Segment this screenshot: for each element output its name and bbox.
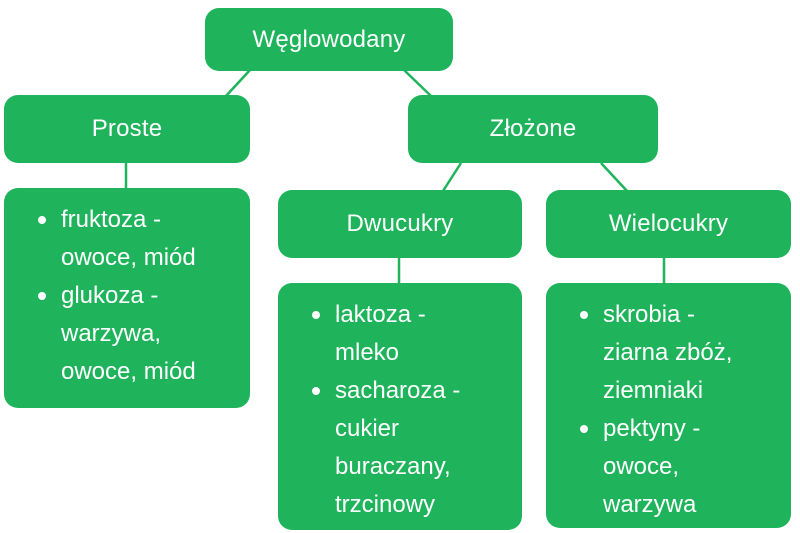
connector-zlozone-dwucukry bbox=[441, 162, 463, 192]
node-zlozone-label: Złożone bbox=[489, 115, 577, 142]
list-item: fruktoza - owoce, miód bbox=[38, 201, 238, 277]
list-item: sacharoza - cukier buraczany, trzcinowy bbox=[312, 372, 510, 524]
node-dwucukry-label: Dwucukry bbox=[346, 210, 454, 237]
node-dwucukry-examples: laktoza - mleko sacharoza - cukier burac… bbox=[278, 283, 522, 530]
node-wielocukry-examples: skrobia - ziarna zbóż, ziemniaki pektyny… bbox=[546, 283, 791, 528]
proste-examples-list: fruktoza - owoce, miód glukoza - warzywa… bbox=[38, 201, 238, 391]
list-item: skrobia - ziarna zbóż, ziemniaki bbox=[580, 296, 779, 410]
node-dwucukry: Dwucukry bbox=[278, 190, 522, 258]
connector-root-proste bbox=[225, 69, 251, 97]
connector-zlozone-wielocukry bbox=[600, 162, 628, 192]
node-proste-examples: fruktoza - owoce, miód glukoza - warzywa… bbox=[4, 188, 250, 408]
dwucukry-examples-list: laktoza - mleko sacharoza - cukier burac… bbox=[312, 296, 510, 524]
list-item: pektyny - owoce, warzywa bbox=[580, 410, 779, 524]
node-weglowodany: Węglowodany bbox=[205, 8, 453, 71]
node-wielocukry: Wielocukry bbox=[546, 190, 791, 258]
node-proste: Proste bbox=[4, 95, 250, 163]
node-weglowodany-label: Węglowodany bbox=[252, 25, 406, 53]
connector-root-zlozone bbox=[403, 69, 432, 97]
node-proste-label: Proste bbox=[91, 115, 163, 142]
node-zlozone: Złożone bbox=[408, 95, 658, 163]
list-item: glukoza - warzywa, owoce, miód bbox=[38, 277, 238, 391]
node-wielocukry-label: Wielocukry bbox=[608, 210, 729, 237]
wielocukry-examples-list: skrobia - ziarna zbóż, ziemniaki pektyny… bbox=[580, 296, 779, 524]
list-item: laktoza - mleko bbox=[312, 296, 510, 372]
